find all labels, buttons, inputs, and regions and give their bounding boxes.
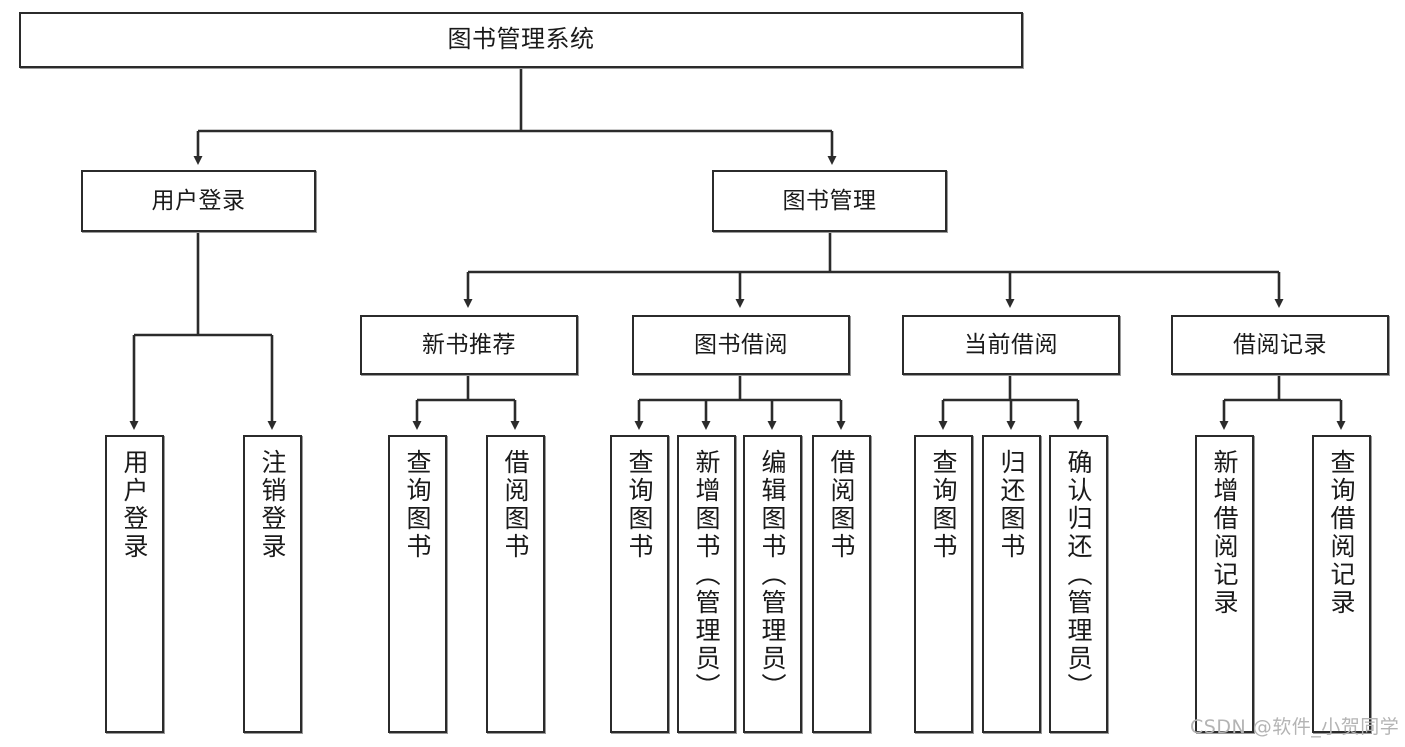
node-root[interactable]: 图书管理系统 (19, 12, 1023, 68)
leaf-user-login-label: 用户登录 (120, 449, 149, 561)
leaf-query-book-3[interactable]: 查询图书 (914, 435, 973, 733)
leaf-return-book-label: 归还图书 (997, 449, 1026, 561)
node-book-borrow-label: 图书借阅 (694, 331, 788, 358)
leaf-edit-book-label: 编辑图书（管理员） (758, 449, 787, 701)
leaf-add-record-label: 新增借阅记录 (1210, 449, 1239, 617)
watermark: CSDN @软件_小贺同学 (1190, 716, 1400, 738)
node-book-manage-label: 图书管理 (782, 187, 877, 214)
node-new-book-recommend-label: 新书推荐 (422, 331, 516, 358)
leaf-add-book-label: 新增图书（管理员） (692, 449, 721, 701)
leaf-query-record[interactable]: 查询借阅记录 (1312, 435, 1371, 733)
node-user-login[interactable]: 用户登录 (81, 170, 316, 232)
node-book-borrow[interactable]: 图书借阅 (632, 315, 850, 375)
leaf-logout-login-label: 注销登录 (258, 449, 287, 561)
node-borrow-record-label: 借阅记录 (1233, 331, 1327, 358)
leaf-user-login[interactable]: 用户登录 (105, 435, 164, 733)
leaf-edit-book[interactable]: 编辑图书（管理员） (743, 435, 802, 733)
node-book-manage[interactable]: 图书管理 (712, 170, 947, 232)
leaf-borrow-book-1[interactable]: 借阅图书 (486, 435, 545, 733)
leaf-confirm-return-label: 确认归还（管理员） (1064, 449, 1093, 701)
leaf-confirm-return[interactable]: 确认归还（管理员） (1049, 435, 1108, 733)
leaf-borrow-book-2-label: 借阅图书 (827, 449, 856, 561)
leaf-query-record-label: 查询借阅记录 (1327, 449, 1356, 617)
leaf-query-book-3-label: 查询图书 (929, 449, 958, 561)
leaf-logout-login[interactable]: 注销登录 (243, 435, 302, 733)
node-borrow-record[interactable]: 借阅记录 (1171, 315, 1389, 375)
leaf-borrow-book-2[interactable]: 借阅图书 (812, 435, 871, 733)
node-user-login-label: 用户登录 (151, 187, 246, 214)
leaf-add-book[interactable]: 新增图书（管理员） (677, 435, 736, 733)
node-current-borrow-label: 当前借阅 (964, 331, 1058, 358)
node-current-borrow[interactable]: 当前借阅 (902, 315, 1120, 375)
leaf-return-book[interactable]: 归还图书 (982, 435, 1041, 733)
leaf-query-book-2[interactable]: 查询图书 (610, 435, 669, 733)
leaf-borrow-book-1-label: 借阅图书 (501, 449, 530, 561)
leaf-query-book-2-label: 查询图书 (625, 449, 654, 561)
node-root-label: 图书管理系统 (447, 25, 595, 54)
node-new-book-recommend[interactable]: 新书推荐 (360, 315, 578, 375)
leaf-query-book-1-label: 查询图书 (403, 449, 432, 561)
leaf-query-book-1[interactable]: 查询图书 (388, 435, 447, 733)
leaf-add-record[interactable]: 新增借阅记录 (1195, 435, 1254, 733)
